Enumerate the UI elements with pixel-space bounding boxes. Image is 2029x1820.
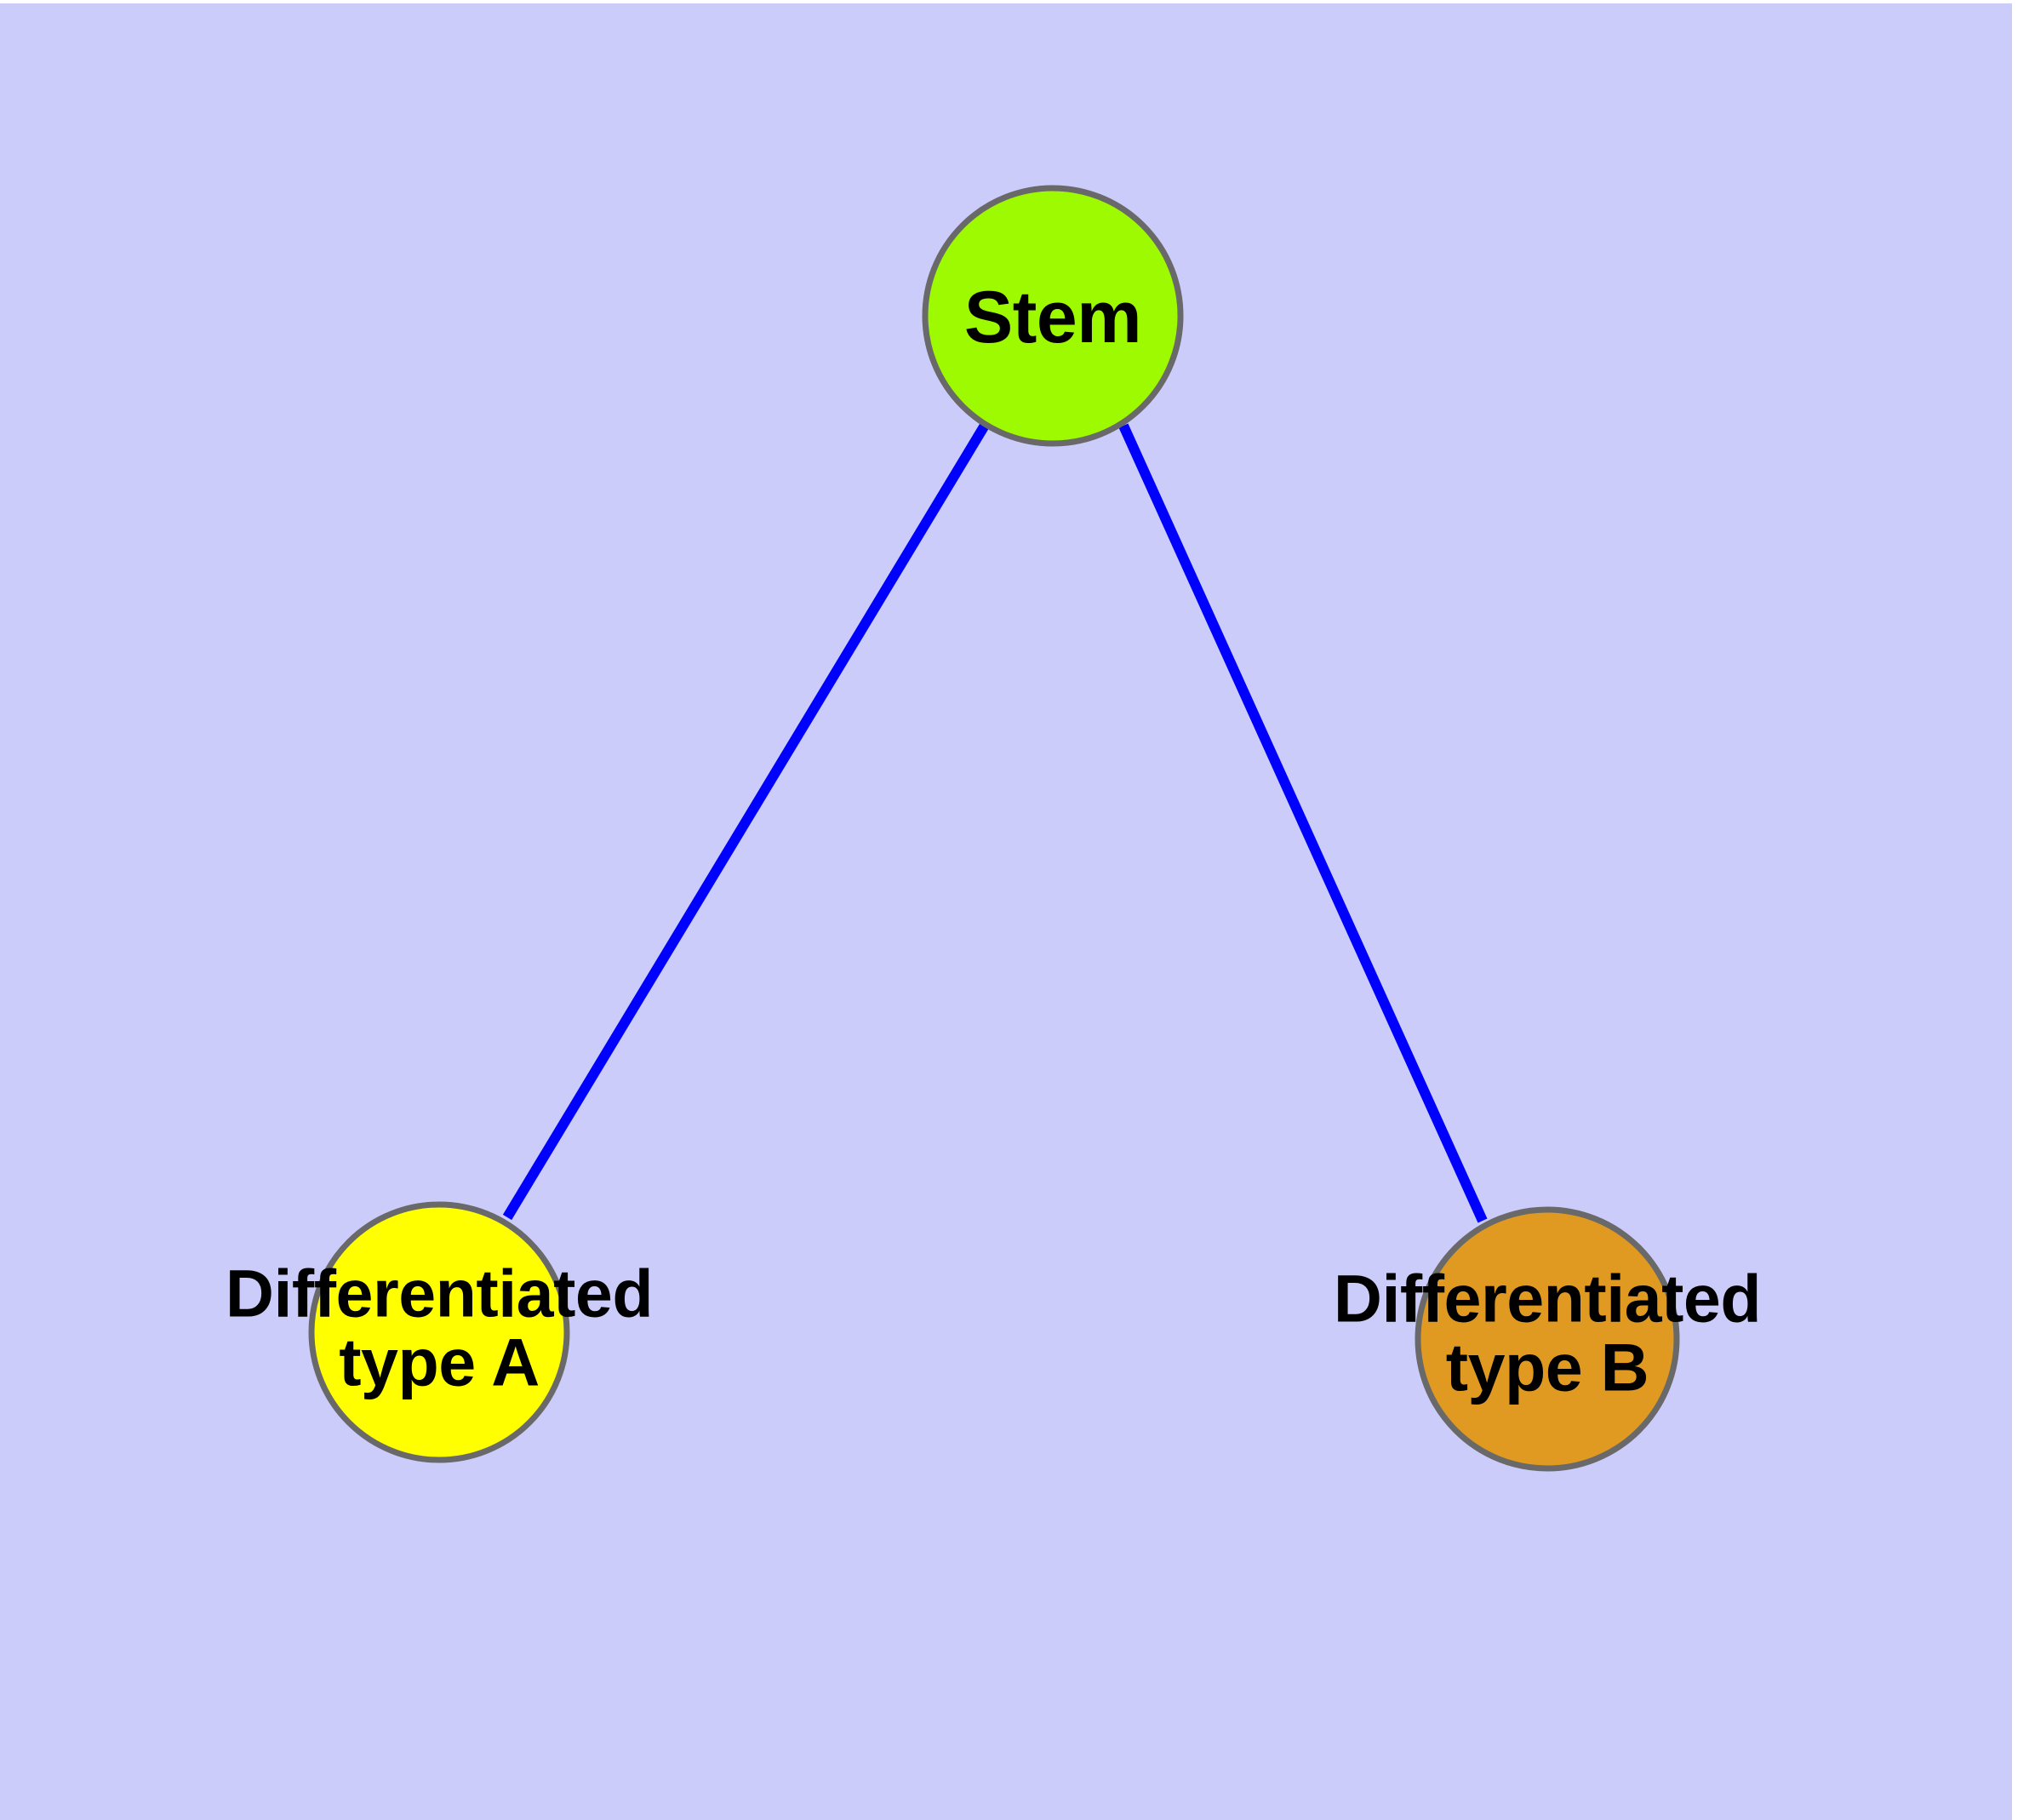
edge-stem-to-differentiated-type-b[interactable] [1118, 423, 1488, 1223]
node-layer [308, 185, 1680, 1472]
edge-stem-to-differentiated-type-a[interactable] [502, 421, 991, 1221]
node-differentiated-type-b[interactable] [1415, 1206, 1680, 1472]
node-stem[interactable] [922, 185, 1184, 447]
edge-layer [502, 421, 1488, 1223]
node-differentiated-type-a[interactable] [308, 1201, 570, 1463]
